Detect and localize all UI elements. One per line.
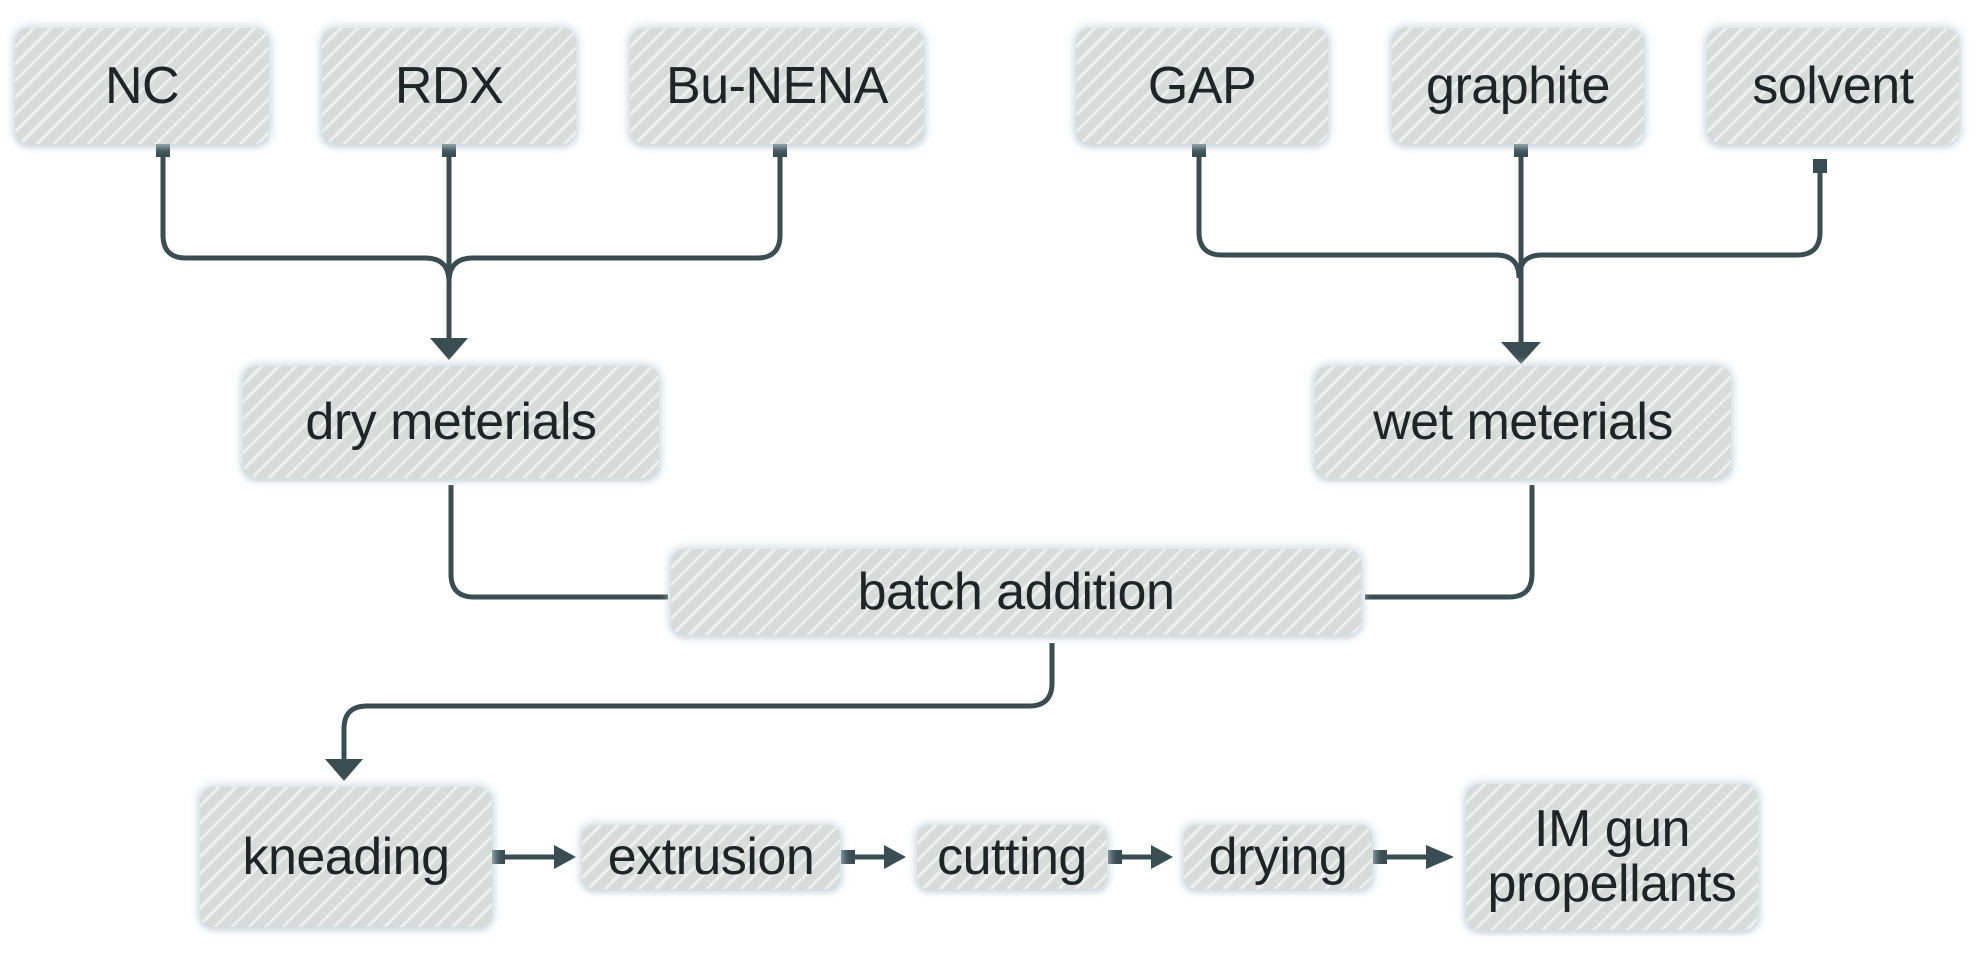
arrowhead-into-extrusion: [554, 845, 576, 869]
node-gap-label: GAP: [1147, 56, 1257, 115]
node-dry-materials: dry meterials: [243, 366, 659, 478]
node-bu-nena: Bu-NENA: [630, 28, 924, 144]
node-drying: drying: [1184, 825, 1372, 889]
node-solvent-label: solvent: [1752, 56, 1914, 115]
node-dry-materials-label: dry meterials: [305, 392, 597, 451]
port-solvent: [1813, 159, 1827, 173]
node-solvent: solvent: [1707, 28, 1959, 144]
arrowhead-into-dry: [430, 338, 468, 360]
arrowhead-into-drying: [1151, 845, 1173, 869]
node-rdx-label: RDX: [394, 56, 504, 115]
node-rdx: RDX: [322, 28, 576, 144]
port-bunena: [773, 143, 787, 157]
node-wet-materials: wet meterials: [1315, 366, 1731, 478]
node-im-gun-propellants-line2: propellants: [1487, 855, 1737, 913]
node-batch-addition: batch addition: [671, 549, 1361, 635]
port-drying: [1373, 850, 1387, 864]
node-nc: NC: [15, 28, 269, 144]
port-extrusion: [841, 850, 855, 864]
connector-wet-to-batch: [1365, 485, 1535, 600]
node-batch-addition-label: batch addition: [857, 562, 1175, 621]
arrowhead-into-propellants: [1426, 845, 1454, 869]
port-cutting: [1108, 850, 1122, 864]
arrowhead-into-kneading: [325, 759, 363, 781]
arrowhead-into-cutting: [884, 845, 906, 869]
connector-batch-to-kneading: [341, 643, 1055, 759]
connector-bunena-to-dry: [446, 152, 783, 283]
port-kneading: [491, 850, 505, 864]
node-kneading: kneading: [200, 787, 492, 927]
node-extrusion: extrusion: [582, 825, 840, 889]
node-cutting: cutting: [917, 825, 1107, 889]
node-extrusion-label: extrusion: [607, 827, 815, 886]
node-im-gun-propellants-line1: IM gun: [1534, 800, 1690, 859]
connector-nc-to-dry: [160, 152, 452, 283]
port-rdx: [442, 143, 456, 157]
arrowhead-into-wet: [1501, 342, 1541, 364]
node-graphite-label: graphite: [1426, 56, 1610, 115]
node-bu-nena-label: Bu-NENA: [666, 56, 888, 115]
connector-gap-to-wet: [1196, 152, 1522, 279]
connector-dry-to-batch: [448, 485, 668, 600]
node-nc-label: NC: [104, 56, 180, 115]
connector-solvent-to-wet: [1516, 168, 1823, 279]
port-nc: [156, 143, 170, 157]
port-graphite: [1514, 143, 1528, 157]
node-graphite: graphite: [1392, 28, 1644, 144]
node-drying-label: drying: [1208, 827, 1348, 886]
node-wet-materials-label: wet meterials: [1373, 392, 1673, 451]
node-cutting-label: cutting: [937, 827, 1087, 886]
node-im-gun-propellants: IM gun propellants: [1466, 784, 1758, 930]
node-gap: GAP: [1076, 28, 1328, 144]
node-kneading-label: kneading: [242, 827, 450, 886]
port-gap: [1192, 143, 1206, 157]
